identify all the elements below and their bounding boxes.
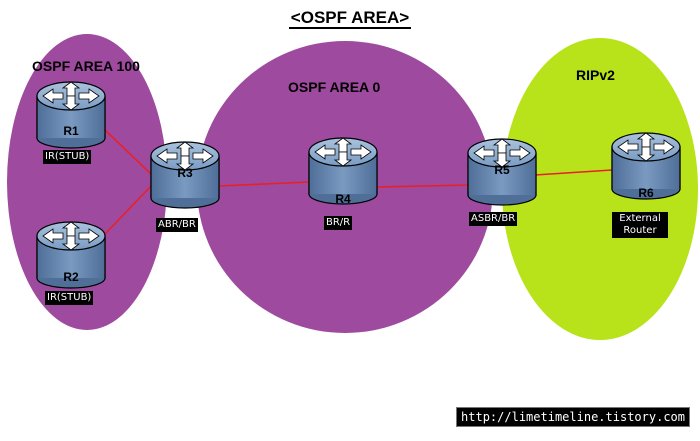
router-r5: R5: [467, 138, 537, 206]
router-icon: [36, 81, 106, 149]
router-r6: R6: [611, 132, 681, 200]
router-r3: R3: [150, 141, 220, 209]
link-r2-r3: [104, 184, 153, 235]
area-0-label: OSPF AREA 0: [288, 79, 381, 95]
link-r1-r3: [104, 129, 153, 176]
router-r6-name: R6: [638, 186, 654, 200]
ripv2-label: RIPv2: [576, 67, 615, 83]
diagram-title: <OSPF AREA>: [0, 8, 700, 29]
router-r2: R2: [36, 221, 106, 289]
r5-role-tag: ASBR/BR: [469, 212, 518, 226]
network-links: [104, 129, 613, 235]
router-r4-name: R4: [335, 192, 351, 206]
area-100-label: OSPF AREA 100: [32, 58, 140, 74]
router-r3-name: R3: [177, 166, 193, 180]
r4-role-tag: BR/R: [324, 216, 353, 230]
router-r1-name: R1: [63, 124, 79, 138]
router-r5-name: R5: [494, 163, 510, 177]
r1-role-tag: IR(STUB): [43, 150, 92, 164]
r6-role-line2: Router: [623, 225, 657, 236]
diagram-title-text: <OSPF AREA>: [288, 8, 412, 29]
r6-role-tag: External Router: [612, 212, 668, 238]
r6-role-line1: External: [619, 213, 661, 224]
watermark-url: http://limetimeline.tistory.com: [456, 407, 690, 427]
r2-role-tag: IR(STUB): [45, 291, 94, 305]
ripv2-zone: [502, 38, 698, 340]
router-r1: R1: [36, 81, 106, 149]
r3-role-tag: ABR/BR: [156, 218, 198, 232]
link-r4-r5: [377, 184, 471, 188]
link-r3-r4: [217, 181, 311, 187]
router-r2-name: R2: [63, 270, 79, 284]
router-r4: R4: [308, 137, 378, 206]
link-r5-r6: [534, 169, 613, 176]
